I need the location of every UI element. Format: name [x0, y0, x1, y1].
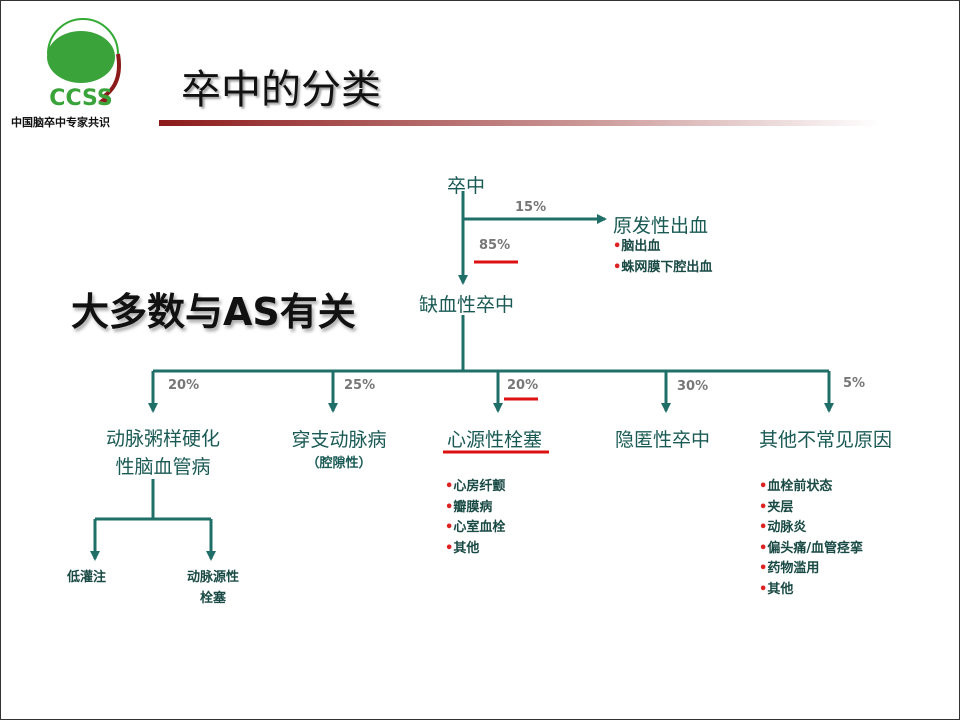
list-item: •偏头痛/血管痉挛	[759, 540, 864, 556]
ccss-logo: CCSS	[47, 18, 121, 111]
node-artery-embolism: 动脉源性栓塞	[186, 570, 239, 606]
hemorrhagic-list: •脑出血 •蛛网膜下腔出血	[613, 237, 712, 278]
node-other-causes: 其他不常见原因	[759, 429, 893, 451]
node-stroke: 卒中	[447, 175, 486, 197]
cardioembolic-list: •心房纤颤 •瓣膜病 •心室血栓 •其他	[445, 477, 505, 559]
node-cryptogenic: 隐匿性卒中	[615, 429, 711, 451]
node-atherosclerosis: 动脉粥样硬化性脑血管病	[105, 428, 220, 478]
pct-cat-5: 5%	[843, 376, 866, 391]
list-item: •动脉炎	[759, 520, 807, 535]
list-item: •夹层	[759, 499, 794, 515]
node-penetrating: 穿支动脉病（腔隙性）	[291, 429, 387, 471]
annotation-text: 大多数与AS有关	[71, 290, 356, 334]
page-title: 卒中的分类	[181, 67, 381, 113]
pct-cat-1: 20%	[168, 378, 200, 393]
list-item: •其他	[445, 540, 480, 556]
logo-subtitle: 中国脑卒中专家共识	[11, 116, 110, 129]
list-item: •脑出血	[613, 239, 661, 254]
node-ischemic: 缺血性卒中	[419, 294, 515, 316]
list-item: •药物滥用	[759, 561, 820, 576]
pct-cat-3: 20%	[507, 378, 539, 393]
list-item: •心房纤颤	[445, 479, 506, 494]
pct-cat-2: 25%	[344, 378, 376, 393]
node-hypoperfusion: 低灌注	[67, 570, 107, 585]
pct-ischemic: 85%	[479, 238, 511, 253]
svg-text:CCSS: CCSS	[49, 86, 112, 111]
list-item: •蛛网膜下腔出血	[613, 259, 713, 275]
list-item: •心室血栓	[445, 520, 506, 535]
node-hemorrhagic: 原发性出血	[613, 215, 709, 237]
list-item: •血栓前状态	[759, 479, 833, 494]
node-cardioembolic: 心源性栓塞	[447, 429, 543, 451]
list-item: •瓣膜病	[445, 499, 493, 515]
pct-hemorrhagic: 15%	[515, 200, 547, 215]
other-causes-list: •血栓前状态 •夹层 •动脉炎 •偏头痛/血管痉挛 •药物滥用 •其他	[759, 477, 863, 600]
pct-cat-4: 30%	[677, 379, 709, 394]
list-item: •其他	[759, 581, 794, 597]
title-divider	[159, 120, 879, 126]
